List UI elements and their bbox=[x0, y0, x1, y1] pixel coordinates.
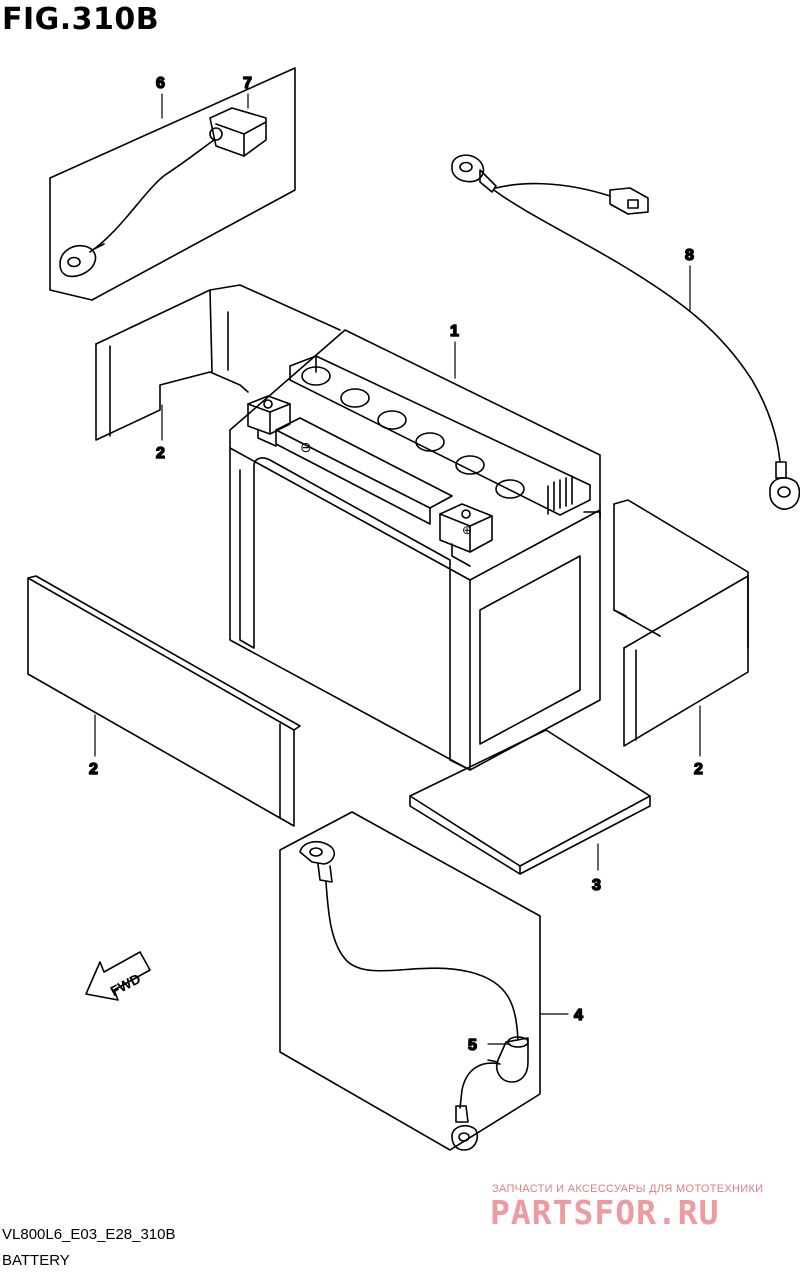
lead-wire-assembly bbox=[49, 67, 296, 301]
lead-wire-cable bbox=[89, 139, 215, 253]
callout-1: 1 bbox=[450, 323, 459, 340]
ring-terminal-icon bbox=[59, 243, 105, 278]
svg-text:⊕: ⊕ bbox=[462, 523, 472, 537]
figure-code: VL800L6_E03_E28_310B bbox=[2, 1226, 176, 1243]
negative-cable-wire bbox=[325, 881, 519, 1041]
fwd-label: FWD bbox=[108, 970, 144, 999]
watermark-tagline: ЗАПЧАСТИ И АКСЕССУАРЫ ДЛЯ МОТОТЕХНИКИ bbox=[492, 1183, 764, 1195]
callout-3: 3 bbox=[592, 877, 601, 894]
negative-terminal-icon bbox=[247, 395, 291, 447]
positive-cable bbox=[451, 154, 800, 510]
callout-4: 4 bbox=[574, 1007, 583, 1024]
positive-cable-wire bbox=[493, 189, 781, 463]
positive-terminal-icon bbox=[439, 503, 493, 567]
boot-icon bbox=[209, 107, 267, 157]
pad-right bbox=[613, 499, 749, 747]
battery-icon: ⊖ ⊕ bbox=[229, 329, 601, 771]
leader-lines bbox=[94, 93, 701, 1045]
callout-2-upper-left: 2 bbox=[156, 445, 165, 462]
figure-caption: BATTERY bbox=[2, 1252, 70, 1269]
pad-upper-left bbox=[95, 284, 341, 441]
fwd-arrow-icon: FWD bbox=[85, 951, 151, 1001]
ring-terminal-icon bbox=[769, 461, 800, 510]
callout-6: 6 bbox=[156, 75, 165, 92]
figure-title: FIG.310B bbox=[2, 2, 160, 37]
svg-text:⊖: ⊖ bbox=[300, 439, 312, 455]
connector-icon bbox=[609, 187, 649, 215]
callout-2-right: 2 bbox=[694, 761, 703, 778]
callout-7: 7 bbox=[243, 75, 252, 92]
ring-terminal-icon bbox=[299, 840, 336, 883]
lead-wire-box bbox=[49, 67, 296, 301]
cap-icon bbox=[487, 1036, 529, 1083]
negative-cable-lead bbox=[459, 1062, 501, 1109]
callout-2-lower-left: 2 bbox=[89, 761, 98, 778]
ring-terminal-icon bbox=[451, 154, 497, 193]
positive-cable-lead bbox=[495, 182, 611, 197]
callout-8: 8 bbox=[685, 247, 694, 264]
pad-lower-left bbox=[27, 575, 301, 827]
ring-terminal-icon bbox=[451, 1105, 479, 1151]
watermark-logo: PARTSFOR.RU bbox=[490, 1193, 720, 1232]
pad-bottom bbox=[409, 729, 651, 875]
negative-cable-box bbox=[279, 811, 541, 1151]
callout-5: 5 bbox=[468, 1037, 477, 1054]
negative-cable-assembly bbox=[279, 811, 541, 1151]
